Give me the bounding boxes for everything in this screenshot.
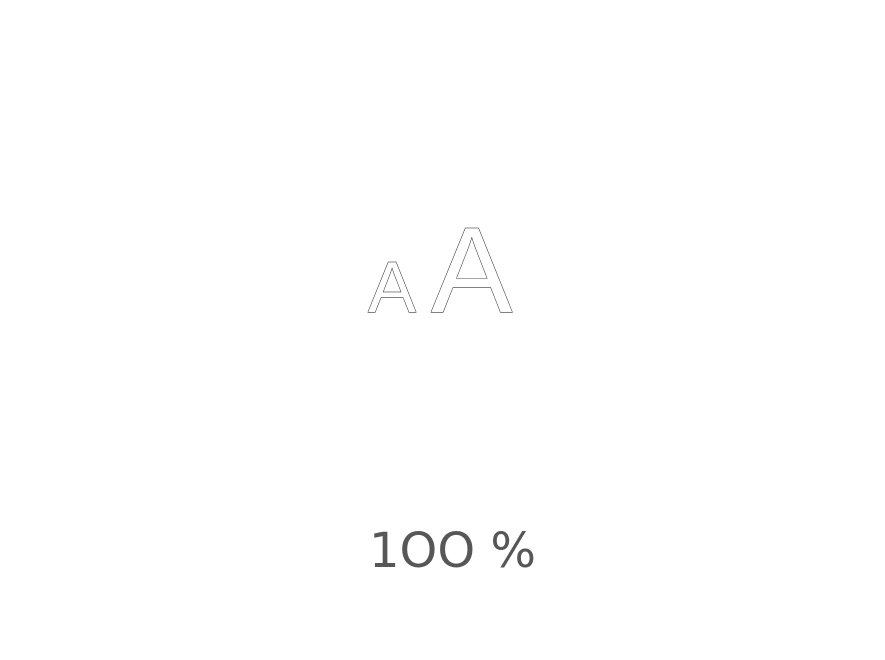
zoom-level-label: 1OO %	[369, 523, 536, 579]
font-size-icon: A A	[365, 210, 525, 320]
large-letter-a-icon: A	[431, 210, 513, 320]
small-letter-a-icon: A	[368, 248, 416, 320]
